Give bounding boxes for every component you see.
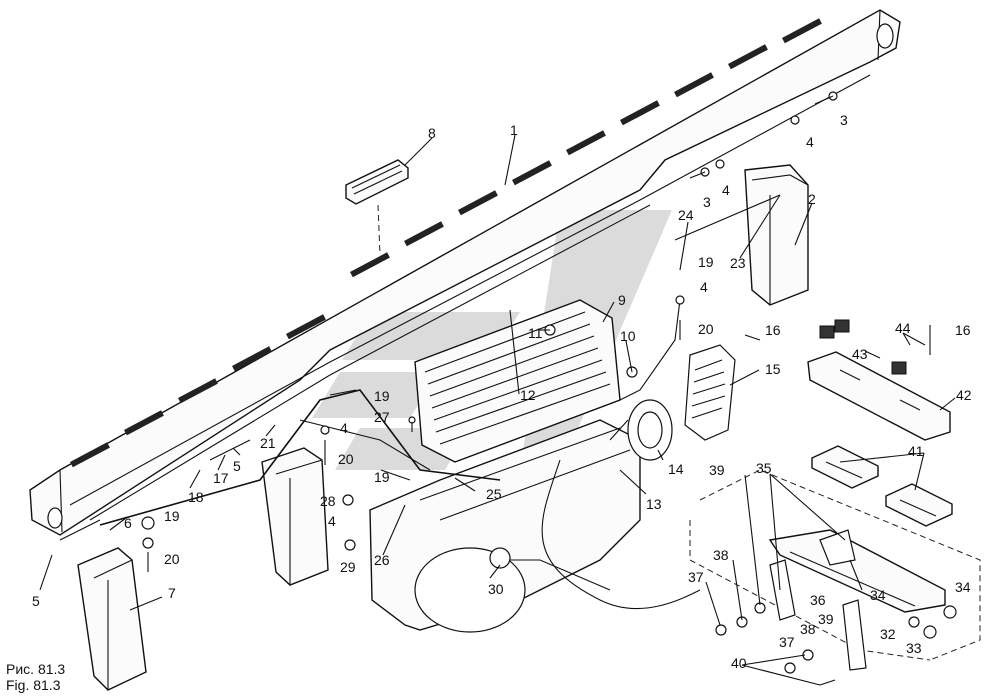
callout-20: 20 <box>338 451 354 467</box>
part-14-fan-motor <box>609 399 673 461</box>
callout-labels: 1 2 3 3 4 4 4 4 4 5 5 6 7 8 9 10 11 12 1… <box>32 112 972 671</box>
callout-11: 11 <box>528 325 543 341</box>
part-8-grille <box>345 159 409 256</box>
leader-lines <box>39 134 956 686</box>
callout-16: 16 <box>765 322 781 338</box>
callout-26: 26 <box>374 552 390 568</box>
callout-27: 27 <box>374 409 390 425</box>
callout-20: 20 <box>698 321 714 337</box>
callout-38: 38 <box>800 621 816 637</box>
callout-19: 19 <box>698 254 714 270</box>
callout-4: 4 <box>700 279 708 295</box>
callout-8: 8 <box>428 125 436 141</box>
callout-41: 41 <box>908 443 924 459</box>
callout-35: 35 <box>756 460 772 476</box>
callout-16: 16 <box>955 322 971 338</box>
callout-4: 4 <box>722 182 730 198</box>
post-7 <box>77 547 147 691</box>
post-centre <box>261 447 329 586</box>
callout-39: 39 <box>709 462 725 478</box>
frame-slots <box>69 18 822 468</box>
bracket-42 <box>807 351 951 441</box>
callout-13: 13 <box>646 496 662 512</box>
callout-23: 23 <box>730 255 746 271</box>
callout-19: 19 <box>374 469 390 485</box>
figure-caption-en: Fig. 81.3 <box>6 677 61 693</box>
frame-beam <box>29 9 901 536</box>
callout-10: 10 <box>620 328 636 344</box>
figure-caption-ru: Рис. 81.3 <box>6 661 65 677</box>
callout-19: 19 <box>164 508 180 524</box>
callout-38: 38 <box>713 547 729 563</box>
callout-37: 37 <box>688 569 704 585</box>
part-15-vent <box>684 344 736 441</box>
callout-4: 4 <box>340 420 348 436</box>
callout-19: 19 <box>374 388 390 404</box>
callout-40: 40 <box>731 655 747 671</box>
callout-20: 20 <box>164 551 180 567</box>
callout-6: 6 <box>124 515 132 531</box>
callout-25: 25 <box>486 486 502 502</box>
callout-18: 18 <box>188 489 204 505</box>
callout-28: 28 <box>320 493 336 509</box>
callout-34: 34 <box>870 587 886 603</box>
callout-9: 9 <box>618 292 626 308</box>
callout-3: 3 <box>840 112 848 128</box>
lower-plate-assembly <box>689 469 981 671</box>
fasteners <box>141 91 957 686</box>
callout-5: 5 <box>233 458 241 474</box>
callout-43: 43 <box>852 346 868 362</box>
callout-37: 37 <box>779 634 795 650</box>
callout-7: 7 <box>168 585 176 601</box>
callout-12: 12 <box>520 387 536 403</box>
part-43-clips <box>819 319 907 375</box>
callout-33: 33 <box>906 640 922 656</box>
callout-34: 34 <box>955 579 971 595</box>
callout-30: 30 <box>488 581 504 597</box>
callout-42: 42 <box>956 387 972 403</box>
callout-3: 3 <box>703 194 711 210</box>
callout-4: 4 <box>328 513 336 529</box>
callout-4: 4 <box>806 134 814 150</box>
callout-17: 17 <box>213 470 229 486</box>
callout-21: 21 <box>260 435 276 451</box>
callout-2: 2 <box>808 191 816 207</box>
callout-32: 32 <box>880 626 896 642</box>
callout-14: 14 <box>668 461 684 477</box>
callout-29: 29 <box>340 559 356 575</box>
pipes <box>59 194 781 610</box>
callout-1: 1 <box>510 122 518 138</box>
callout-5: 5 <box>32 593 40 609</box>
callout-24: 24 <box>678 207 694 223</box>
post-2 <box>744 164 809 306</box>
callout-15: 15 <box>765 361 781 377</box>
callout-36: 36 <box>810 592 826 608</box>
brackets-41 <box>811 445 953 527</box>
callout-44: 44 <box>895 320 911 336</box>
callout-39: 39 <box>818 611 834 627</box>
